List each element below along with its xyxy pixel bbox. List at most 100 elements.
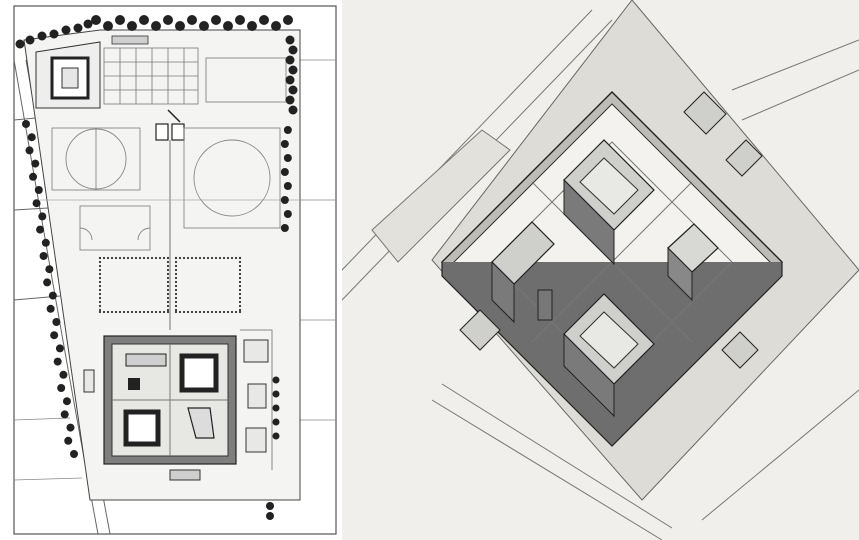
tree-icon [163, 15, 173, 25]
orchard-dot [238, 280, 242, 284]
tree-icon [53, 357, 62, 366]
tree-icon [266, 502, 274, 510]
orchard-dot [110, 310, 114, 314]
orchard-dot [238, 264, 242, 268]
orchard-dot [158, 310, 162, 314]
orchard-dot [114, 256, 118, 260]
orchard-dot [238, 310, 242, 314]
tree-icon [280, 196, 289, 204]
orchard-dot [174, 272, 178, 276]
orchard-dot [98, 310, 102, 314]
orchard-dot [166, 268, 170, 272]
orchard-dot [190, 256, 194, 260]
orchard-dot [238, 268, 242, 272]
orchard-dot [238, 288, 242, 292]
tree-icon [62, 397, 71, 406]
small-tower [537, 289, 553, 321]
orchard-dot [234, 310, 238, 314]
orchard-dot [98, 264, 102, 268]
tree-icon [73, 23, 83, 33]
orchard-dot [174, 280, 178, 284]
tree-icon [139, 15, 149, 25]
orchard-dot [166, 276, 170, 280]
orchard-dot [182, 310, 186, 314]
tree-icon [283, 15, 293, 25]
orchard-dot [110, 256, 114, 260]
orchard-dot [230, 310, 234, 314]
tree-icon [272, 376, 280, 384]
tree-icon [25, 146, 34, 155]
tree-icon [49, 29, 59, 39]
orchard-dot [238, 284, 242, 288]
orchard-dot [138, 256, 142, 260]
orchard-dot [174, 284, 178, 288]
tree-icon [285, 55, 295, 65]
orchard-dot [98, 260, 102, 264]
tree-icon [280, 140, 289, 148]
orchard-dot [98, 256, 102, 260]
orchard-dot [134, 256, 138, 260]
orchard-dot [98, 300, 102, 304]
tree-icon [272, 418, 280, 426]
orchard-dot [230, 256, 234, 260]
tree-icon [280, 168, 289, 176]
orchard-dot [238, 292, 242, 296]
orchard-dot [166, 272, 170, 276]
orchard-dot [186, 310, 190, 314]
tree-icon [285, 35, 295, 45]
tree-icon [283, 126, 292, 134]
orchard-dot [174, 256, 178, 260]
orchard-dot [166, 304, 170, 308]
orchard-dot [150, 256, 154, 260]
tree-icon [83, 19, 93, 29]
tree-icon [27, 133, 36, 142]
tree-icon [271, 21, 281, 31]
orchard-dot [206, 256, 210, 260]
axonometric-drawing [342, 0, 859, 540]
orchard-dot [174, 268, 178, 272]
axonometric-panel [342, 0, 859, 540]
tree-icon [50, 331, 59, 340]
orchard-dot [202, 256, 206, 260]
streets [342, 9, 859, 540]
orchard-dot [126, 310, 130, 314]
tree-icon [199, 21, 209, 31]
tree-icon [32, 199, 41, 208]
admin-building [667, 223, 719, 302]
tree-icon [22, 120, 30, 128]
tree-icon [55, 344, 64, 353]
tree-icon [223, 21, 233, 31]
tree-icon [39, 252, 48, 260]
orchard-dot [118, 256, 122, 260]
tree-icon [61, 25, 71, 35]
orchard-dot [186, 256, 190, 260]
perimeter-path [240, 329, 273, 470]
site-plan-panel [0, 0, 342, 540]
tree-icon [115, 15, 125, 25]
tree-icon [41, 238, 50, 247]
orchard-dot [238, 260, 242, 264]
tree-icon [288, 65, 298, 75]
small-tower [128, 378, 140, 390]
tree-icon [235, 15, 245, 25]
orchard-dot [150, 310, 154, 314]
orchard-dot [138, 310, 142, 314]
cell-block-south [563, 293, 655, 418]
orchard-dot [98, 284, 102, 288]
orchard-dot [210, 256, 214, 260]
admin-building [187, 407, 215, 439]
tree-icon [29, 172, 38, 181]
orchard-dot [154, 256, 158, 260]
tree-icon [259, 15, 269, 25]
parcel-lines [13, 59, 336, 481]
orchard-dot [226, 256, 230, 260]
tree-icon [15, 39, 25, 49]
orchard-dot [238, 296, 242, 300]
orchard-dot [102, 310, 106, 314]
tree-icon [272, 390, 280, 398]
tree-icon [34, 186, 43, 194]
orchard-dot [114, 310, 118, 314]
orchard-dot [130, 310, 134, 314]
orchard-dot [178, 256, 182, 260]
tree-icon [46, 304, 55, 313]
